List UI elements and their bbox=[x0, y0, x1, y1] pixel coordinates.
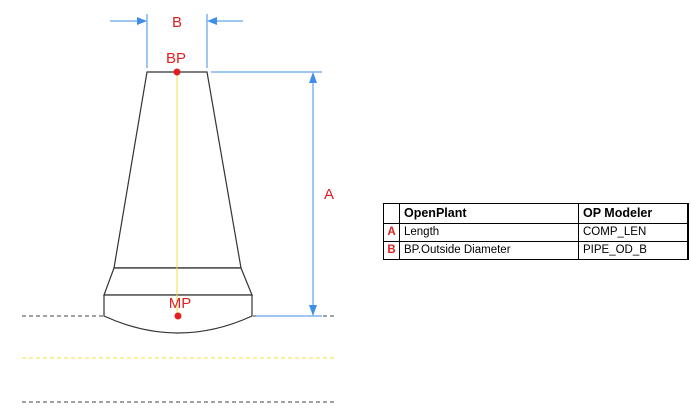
row-extra bbox=[687, 223, 689, 242]
dim-a-label: A bbox=[324, 186, 334, 203]
row-opmodeler: PIPE_OD_B bbox=[578, 241, 688, 260]
row-key: B bbox=[383, 241, 400, 260]
table-header-row: OpenPlant OP Modeler bbox=[383, 203, 689, 224]
row-openplant: BP.Outside Diameter bbox=[399, 241, 579, 260]
dim-b-arrowhead-left bbox=[137, 17, 147, 25]
header-key bbox=[383, 203, 400, 224]
row-key: A bbox=[383, 223, 400, 242]
dim-b-arrowhead-right bbox=[207, 17, 217, 25]
dim-a-arrowhead-top bbox=[309, 72, 317, 83]
row-openplant: Length bbox=[399, 223, 579, 242]
table-row: A Length COMP_LEN bbox=[383, 223, 689, 242]
row-opmodeler: COMP_LEN bbox=[578, 223, 688, 242]
point-bp-label: BP bbox=[166, 50, 186, 67]
table-row: B BP.Outside Diameter PIPE_OD_B bbox=[383, 241, 689, 260]
parameter-mapping-table: OpenPlant OP Modeler A Length COMP_LEN B… bbox=[383, 203, 689, 260]
reducer-collar bbox=[103, 267, 253, 296]
dim-a-arrowhead-bottom bbox=[309, 305, 317, 316]
row-extra bbox=[687, 241, 689, 260]
header-openplant: OpenPlant bbox=[399, 203, 579, 224]
point-mp-marker bbox=[174, 312, 182, 320]
point-mp-label: MP bbox=[169, 295, 192, 312]
dim-b-label: B bbox=[172, 14, 182, 31]
header-extra bbox=[687, 203, 689, 224]
point-bp-marker bbox=[173, 68, 181, 76]
header-opmodeler: OP Modeler bbox=[578, 203, 688, 224]
